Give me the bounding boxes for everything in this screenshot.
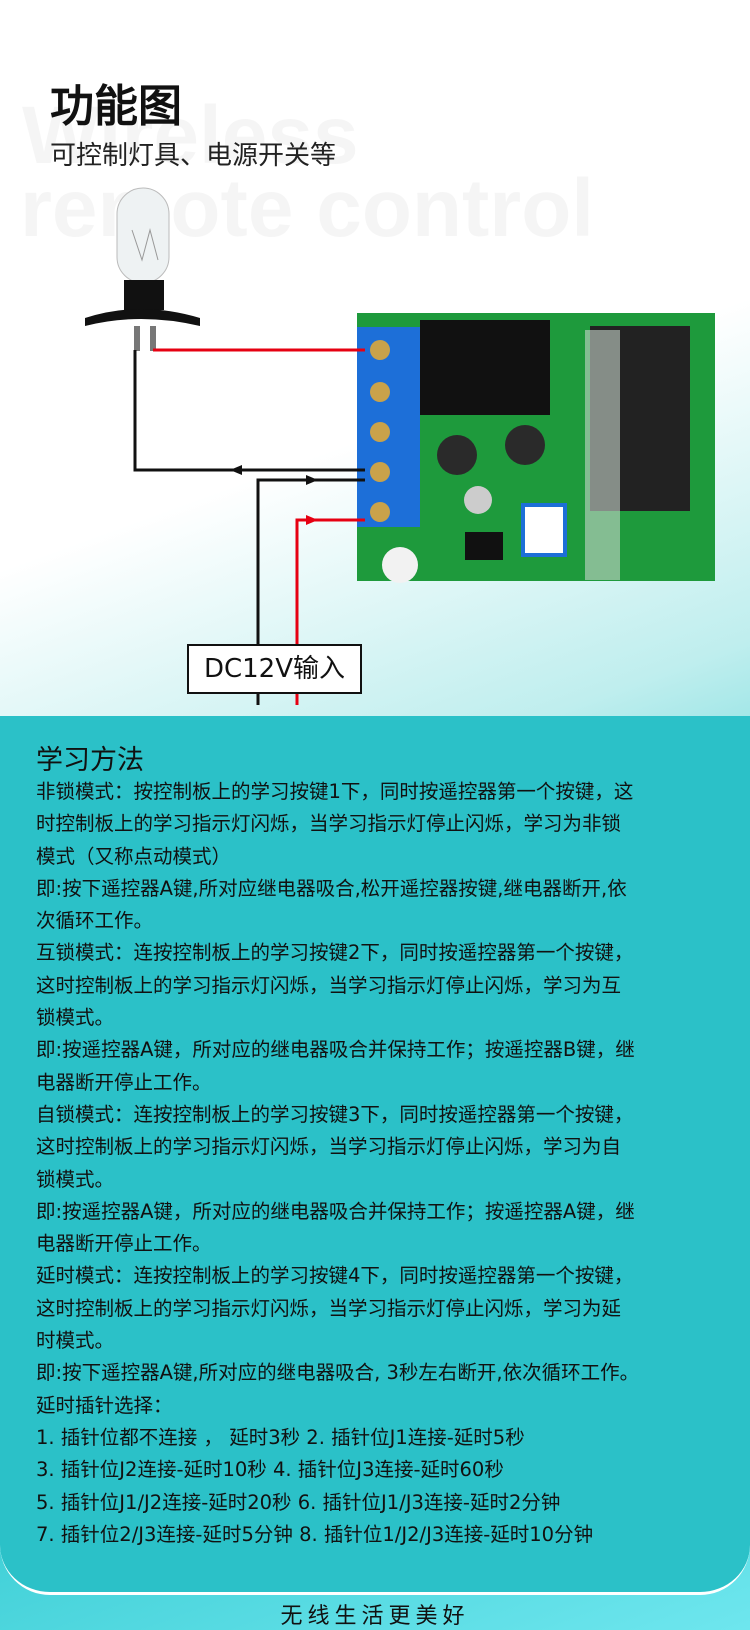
instruction-line: 这时控制板上的学习指示灯闪烁，当学习指示灯停止闪烁，学习为延 (36, 1296, 622, 1320)
instruction-line: 7. 插针位2/J3连接-延时5分钟 8. 插针位1/J2/J3连接-延时10分… (36, 1522, 594, 1546)
instruction-line: 即:按遥控器A键，所对应的继电器吸合并保持工作；按遥控器B键，继 (36, 1038, 635, 1062)
instruction-line: 锁模式。 (36, 1006, 115, 1030)
watermark-model: ZK1PC (673, 19, 732, 211)
watermark-remote-control: remote control (20, 168, 594, 250)
instruction-line: 模式（又称点动模式） (36, 844, 232, 868)
page-subtitle: 可控制灯具、电源开关等 (50, 141, 337, 171)
watermark-wireless: Wireless (22, 95, 359, 177)
page-title: 功能图 (50, 81, 182, 132)
instruction-line: 这时控制板上的学习指示灯闪烁，当学习指示灯停止闪烁，学习为自 (36, 1135, 622, 1159)
instruction-line: 次循环工作。 (36, 909, 154, 933)
instruction-line: 锁模式。 (36, 1167, 115, 1191)
instruction-line: 自锁模式：连按控制板上的学习按键3下，同时按遥控器第一个按键， (36, 1102, 634, 1126)
instruction-line: 这时控制板上的学习指示灯闪烁，当学习指示灯停止闪烁，学习为互 (36, 973, 622, 997)
instruction-line: 时控制板上的学习指示灯闪烁，当学习指示灯停止闪烁，学习为非锁 (36, 812, 622, 836)
instruction-line: 延时模式：连按控制板上的学习按键4下，同时按遥控器第一个按键， (36, 1264, 634, 1288)
instruction-line: 5. 插针位J1/J2连接-延时20秒 6. 插针位J1/J3连接-延时2分钟 (36, 1490, 561, 1514)
dc12v-input-label: DC12V输入 (187, 644, 362, 694)
footer-slogan: 无线生活更美好 (280, 1604, 470, 1629)
instruction-line: 非锁模式：按控制板上的学习按键1下，同时按遥控器第一个按键，这 (36, 780, 634, 803)
instruction-line: 时模式。 (36, 1329, 115, 1353)
wiring-diagram (85, 187, 715, 705)
instruction-line: 互锁模式：连按控制板上的学习按键2下，同时按遥控器第一个按键， (36, 941, 634, 965)
instruction-line: 即:按下遥控器A键,所对应的继电器吸合, 3秒左右断开,依次循环工作。 (36, 1361, 640, 1385)
wires (133, 348, 365, 705)
instruction-line: 1. 插针位都不连接 ， 延时3秒 2. 插针位J1连接-延时5秒 (36, 1425, 525, 1449)
instruction-line: 电器断开停止工作。 (36, 1070, 212, 1094)
instruction-line: 即:按遥控器A键，所对应的继电器吸合并保持工作；按遥控器A键，继 (36, 1199, 635, 1223)
instruction-line: 即:按下遥控器A键,所对应继电器吸合,松开遥控器按键,继电器断开,依 (36, 876, 627, 900)
lamp-bulb-image (85, 187, 200, 351)
learning-method-text: 非锁模式：按控制板上的学习按键1下，同时按遥控器第一个按键，这时控制板上的学习指… (36, 776, 736, 1551)
learning-method-title: 学习方法 (36, 745, 144, 776)
learning-method-panel: 学习方法 非锁模式：按控制板上的学习按键1下，同时按遥控器第一个按键，这时控制板… (0, 716, 750, 1595)
instruction-line: 3. 插针位J2连接-延时10秒 4. 插针位J3连接-延时60秒 (36, 1458, 504, 1482)
relay-board-image (357, 313, 715, 583)
instruction-line: 电器断开停止工作。 (36, 1232, 212, 1256)
instruction-line: 延时插针选择： (36, 1393, 173, 1417)
